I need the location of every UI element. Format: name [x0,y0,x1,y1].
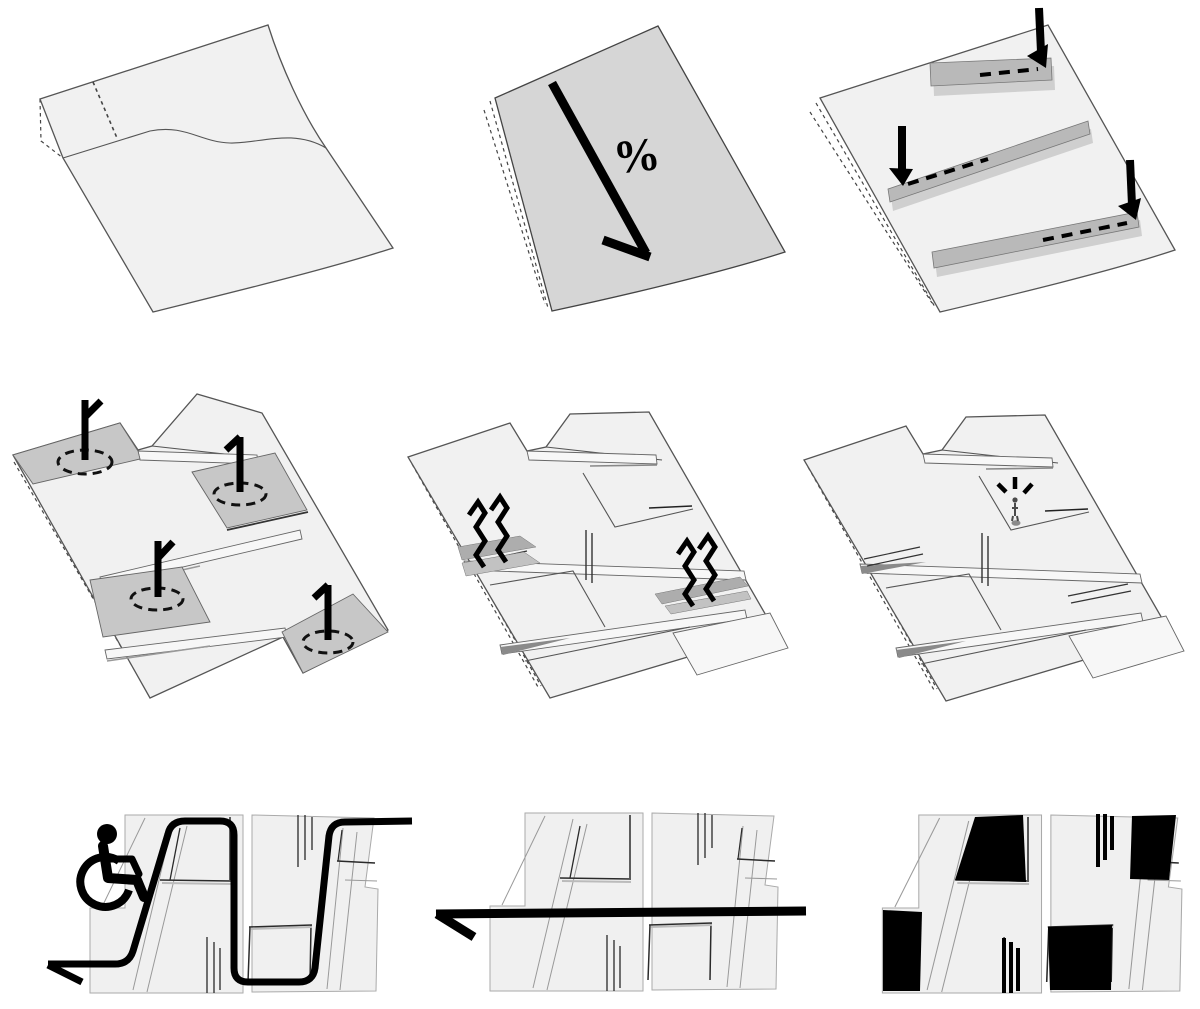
dashed-fold-line [92,81,118,139]
flag-marker-icon [223,434,244,492]
black-bar-marks [1096,814,1114,867]
flag-marker-icon [81,398,104,460]
dashed-edge-line [489,100,549,309]
dashed-fold-line [39,98,64,159]
dashed-edge-line [483,109,546,305]
strip-shadow [106,645,211,662]
dashed-slope-line [979,67,1039,77]
flag-marker-icon [154,539,176,597]
person-icon [1011,497,1021,526]
down-arrow-icon [1027,7,1048,68]
entry-patch [89,566,211,638]
dashed-ellipse [301,629,355,655]
panel-vents [400,380,800,720]
flag-marker-icon [311,582,332,640]
gray-louver [664,590,752,615]
entry-patch [191,452,308,529]
down-arrow-icon [889,126,913,186]
panel-solid-rooms [860,790,1200,1009]
panel-anchors [0,380,400,720]
panel-slope: % [400,0,800,340]
dashed-slope-line [907,157,989,186]
panel-viewpoint [790,380,1200,720]
site-sheet [39,24,395,313]
slope-arrow-icon [548,80,652,262]
dashed-edge-line [815,102,936,308]
ramp-bar [887,120,1091,203]
dashed-slope-line [1042,221,1128,242]
panel-ramps [800,0,1200,340]
radiating-dashes-icon [996,477,1034,495]
panel-accessible-route [30,790,430,1009]
dashed-edge-line [809,111,933,304]
panel-through-route [420,790,820,1009]
stair-marks [1067,583,1132,604]
ramp-bar [929,57,1053,87]
wheelchair-icon [76,824,149,911]
entry-patch [12,422,141,485]
percent-label: % [611,128,663,185]
black-room-fill [883,910,922,991]
left-arrow-icon [434,906,807,941]
panel-terrain [0,0,400,340]
ramp-bar [931,211,1140,269]
patch-dark-edge [226,511,309,531]
black-bar-marks [1002,938,1020,993]
down-arrow-icon [1118,159,1141,220]
sloped-sheet [494,25,786,312]
black-room-fill [1048,925,1112,990]
switchback-route-arrow [46,817,413,986]
contour-curve [62,128,327,159]
black-room-fill [1130,815,1176,880]
black-room-fill [955,815,1026,882]
